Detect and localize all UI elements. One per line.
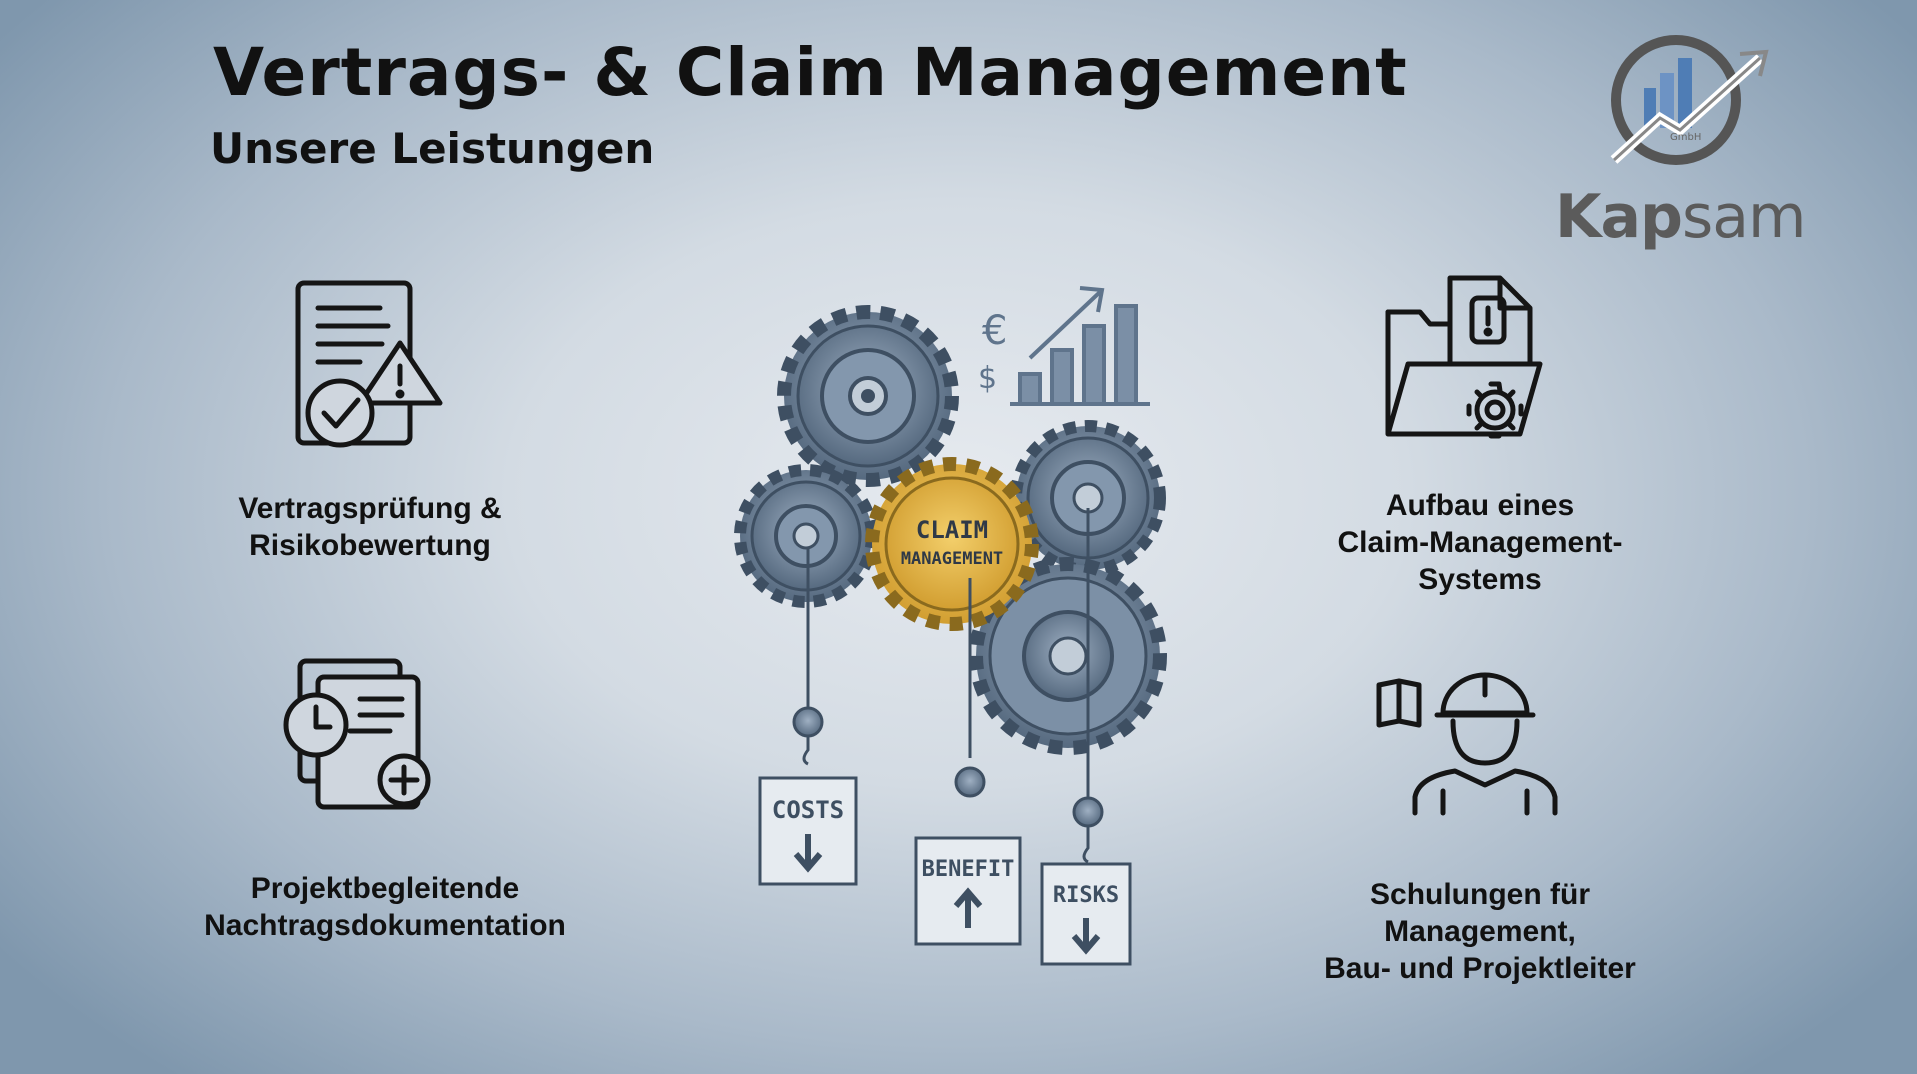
pulley-costs-icon bbox=[792, 706, 824, 766]
risks-sign: RISKS bbox=[1040, 862, 1132, 966]
service-system-setup-line3: Systems bbox=[1418, 563, 1542, 596]
folder-alert-gear-icon bbox=[1385, 275, 1543, 439]
gear-small-left-icon bbox=[734, 464, 878, 608]
benefit-sign-label: BENEFIT bbox=[922, 857, 1015, 882]
logo-name-part1: Kap bbox=[1555, 182, 1683, 252]
service-training-line2: Management, bbox=[1384, 915, 1576, 948]
service-training-line3: Bau- und Projektleiter bbox=[1324, 952, 1636, 985]
pulley-benefit-icon bbox=[954, 766, 986, 798]
logo-name-part2: sam bbox=[1681, 182, 1806, 252]
claim-management-illustration: € $ CLAIM MANAGEMENT bbox=[734, 286, 1167, 966]
logo-name: Kapsam bbox=[1555, 182, 1806, 252]
service-documentation: Projektbegleitende Nachtragsdokumentatio… bbox=[170, 870, 600, 944]
dollar-sign: $ bbox=[978, 361, 997, 396]
gear-bottom-right-icon bbox=[969, 557, 1167, 755]
contract-warning-icon bbox=[295, 280, 443, 448]
page-title: Vertrags- & Claim Management bbox=[213, 34, 1408, 111]
service-documentation-line1: Projektbegleitende bbox=[250, 872, 520, 905]
costs-sign-label: COSTS bbox=[772, 796, 844, 824]
documents-clock-plus-icon bbox=[283, 658, 431, 810]
service-system-setup: Aufbau eines Claim-Management- Systems bbox=[1280, 487, 1680, 598]
service-training: Schulungen für Management, Bau- und Proj… bbox=[1270, 876, 1690, 987]
risks-sign-label: RISKS bbox=[1053, 883, 1119, 908]
center-gear-line2: MANAGEMENT bbox=[901, 549, 1003, 569]
benefit-sign: BENEFIT bbox=[914, 836, 1022, 946]
service-training-line1: Schulungen für bbox=[1370, 878, 1590, 911]
service-system-setup-line1: Aufbau eines bbox=[1385, 489, 1575, 522]
service-system-setup-line2: Claim-Management- bbox=[1337, 526, 1623, 559]
service-contract-review: Vertragsprüfung & Risikobewertung bbox=[180, 490, 560, 564]
arrow-down-icon bbox=[793, 834, 823, 873]
pulley-risks-icon bbox=[1072, 796, 1104, 864]
worker-book-icon bbox=[1376, 672, 1558, 816]
costs-sign: COSTS bbox=[758, 776, 858, 886]
claim-management-gear-icon bbox=[865, 457, 1039, 631]
service-documentation-line2: Nachtragsdokumentation bbox=[204, 909, 566, 942]
arrow-up-icon bbox=[953, 887, 983, 928]
service-contract-review-line1: Vertragsprüfung & bbox=[238, 492, 502, 525]
euro-sign: € bbox=[982, 308, 1007, 354]
page-subtitle: Unsere Leistungen bbox=[210, 124, 655, 173]
gear-right-icon bbox=[1010, 420, 1166, 576]
arrow-down-icon bbox=[1071, 918, 1101, 955]
center-gear-line1: CLAIM bbox=[916, 516, 988, 544]
kapsam-logo-icon: GmbH bbox=[1610, 35, 1769, 165]
logo-gmbh: GmbH bbox=[1670, 132, 1701, 143]
growth-chart-icon bbox=[1010, 286, 1150, 406]
gear-top-left-icon bbox=[777, 305, 959, 487]
service-contract-review-line2: Risikobewertung bbox=[249, 529, 491, 562]
